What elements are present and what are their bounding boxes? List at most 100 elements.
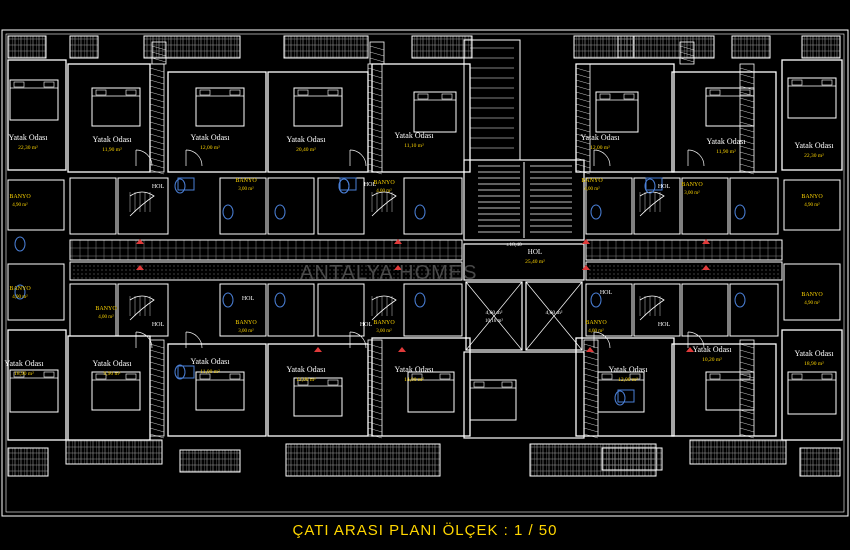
wardrobe-hatch	[739, 79, 755, 85]
wardrobe-hatch	[149, 415, 165, 421]
wardrobe-hatch	[739, 85, 755, 91]
bath-area-label: 4,00 m²	[584, 186, 600, 192]
wardrobe-hatch	[739, 385, 755, 391]
room-area-label: 12,00 m²	[618, 377, 638, 383]
spiral-stair	[371, 191, 397, 217]
bath-wall	[267, 177, 315, 235]
wardrobe-hatch	[739, 151, 755, 157]
door-marker	[702, 265, 710, 270]
bedroom-wall	[7, 329, 67, 441]
bed-pillow	[199, 89, 211, 96]
wardrobe-hatch	[367, 169, 383, 175]
wardrobe-hatch	[739, 379, 755, 385]
bath-wall	[267, 283, 315, 337]
bed-pillow	[125, 89, 137, 96]
bedroom-wall	[671, 343, 777, 437]
wardrobe-hatch	[583, 379, 599, 385]
bath-name-label: BANYO	[801, 194, 823, 200]
bedroom-wall	[167, 343, 267, 437]
wardrobe-hatch	[367, 355, 383, 361]
wardrobe-hatch	[149, 73, 165, 79]
room-area-label: 12,00 m²	[590, 145, 610, 151]
wardrobe-hatch	[575, 133, 591, 139]
room-name-label: Yatak Odası	[395, 131, 435, 140]
bath-area-label: 3,00 m²	[238, 186, 254, 192]
bath-area-label: 4,90 m²	[12, 202, 28, 208]
room-area-label: 20,40 m²	[296, 147, 316, 153]
door-marker	[582, 239, 590, 244]
wardrobe-hatch	[149, 91, 165, 97]
bed-pillow	[473, 381, 485, 388]
hall-label: HOL	[658, 184, 671, 190]
wardrobe-hatch	[369, 57, 385, 63]
door-swing	[349, 149, 367, 167]
door-marker	[702, 239, 710, 244]
bath-name-label: BANYO	[681, 182, 703, 188]
bed	[595, 91, 639, 133]
balcony-hatch	[801, 35, 841, 59]
bed-pillow	[229, 373, 241, 380]
bed-pillow	[13, 81, 25, 88]
wardrobe-hatch	[149, 343, 165, 349]
door-marker	[136, 239, 144, 244]
wardrobe-hatch	[575, 79, 591, 85]
bath-name-label: BANYO	[9, 194, 31, 200]
wardrobe-hatch	[739, 421, 755, 427]
shaft-left-sub: 10,16 m²	[485, 318, 503, 324]
bath-wall	[69, 283, 117, 337]
wardrobe-hatch	[367, 115, 383, 121]
wardrobe-hatch	[149, 397, 165, 403]
wardrobe-hatch	[367, 145, 383, 151]
toilet-fixture	[590, 292, 602, 308]
toilet-fixture	[414, 292, 426, 308]
wardrobe-hatch	[575, 115, 591, 121]
wardrobe-hatch	[575, 127, 591, 133]
wardrobe-hatch	[739, 145, 755, 151]
room-area-label: 11,90 m²	[102, 147, 122, 153]
bed	[293, 377, 343, 417]
wardrobe-hatch	[739, 97, 755, 103]
wardrobe-hatch	[149, 127, 165, 133]
room-area-label: 11,00 m²	[200, 369, 220, 375]
wardrobe-hatch	[739, 127, 755, 133]
wardrobe-hatch	[149, 361, 165, 367]
bed-pillow	[199, 373, 211, 380]
bedroom-wall	[371, 63, 471, 173]
bed	[91, 87, 141, 127]
wardrobe-hatch	[739, 397, 755, 403]
bed-pillow	[599, 93, 611, 100]
bed-pillow	[417, 93, 429, 100]
bed-pillow	[791, 79, 803, 86]
bed	[195, 87, 245, 127]
bed	[705, 371, 755, 411]
bed	[413, 91, 457, 133]
bath-wall	[585, 177, 633, 235]
plan-linework	[1, 29, 849, 517]
stair-shaft	[463, 39, 521, 161]
wardrobe-hatch	[149, 379, 165, 385]
room-name-label: Yatak Odası	[795, 141, 835, 150]
wardrobe-hatch	[583, 415, 599, 421]
bed-pillow	[43, 371, 55, 378]
shaft-left-area: 4,60 m²	[486, 310, 503, 316]
bed-pillow	[125, 373, 137, 380]
shaft-right-area: 4,60 m²	[546, 310, 563, 316]
balcony-hatch	[799, 447, 841, 477]
wardrobe-hatch	[149, 421, 165, 427]
room-name-label: Yatak Odası	[5, 359, 45, 368]
room-name-label: Yatak Odası	[693, 345, 733, 354]
wardrobe-hatch	[149, 151, 165, 157]
wardrobe-hatch	[367, 163, 383, 169]
bed-pillow	[501, 381, 513, 388]
balcony-hatch	[617, 35, 715, 59]
room-name-label: Yatak Odası	[609, 365, 649, 374]
wardrobe-hatch	[739, 139, 755, 145]
toilet-fixture	[644, 178, 656, 194]
toilet-fixture	[222, 204, 234, 220]
room-name-label: Yatak Odası	[93, 135, 133, 144]
room-name-label: Yatak Odası	[795, 349, 835, 358]
wardrobe-hatch	[367, 133, 383, 139]
wardrobe-hatch	[739, 109, 755, 115]
